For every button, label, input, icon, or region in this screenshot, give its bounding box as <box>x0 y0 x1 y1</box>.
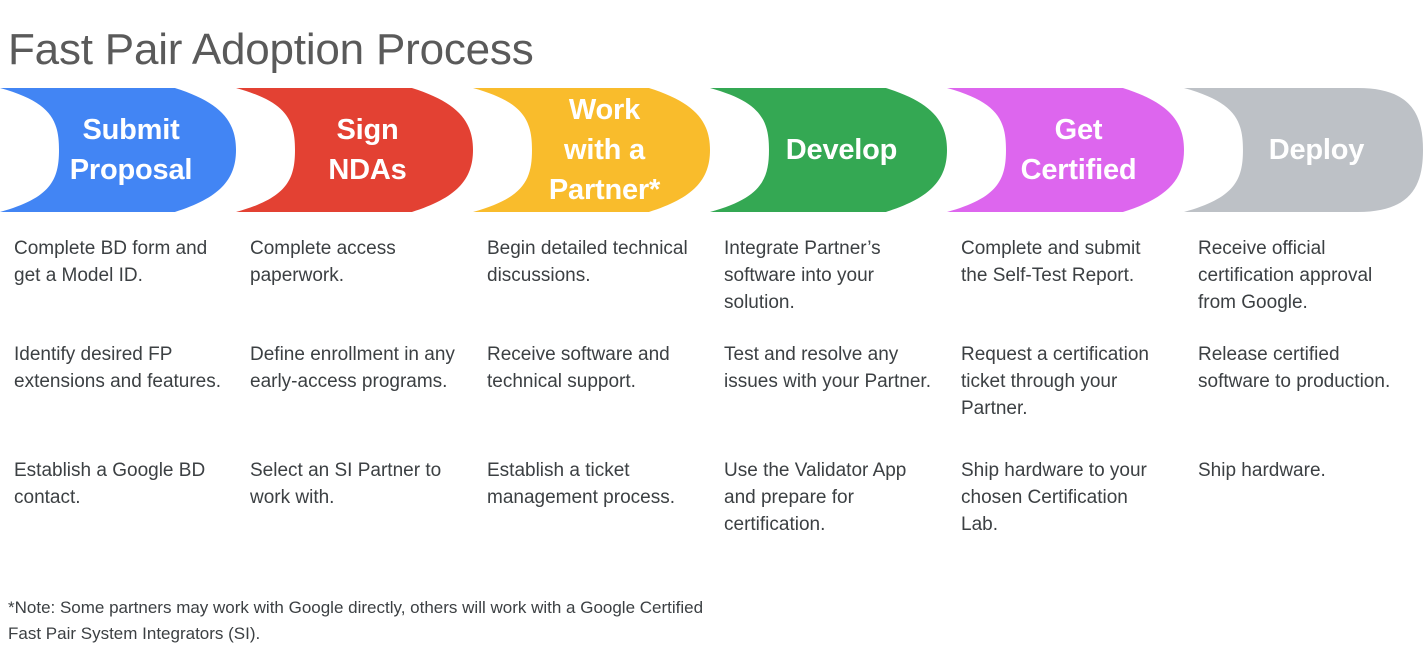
detail-item: Establish a ticket management process. <box>487 460 675 508</box>
detail-column-submit-proposal: Complete BD form and get a Model ID. Iden… <box>14 236 222 556</box>
detail-item: Ship hardware. <box>1198 460 1326 481</box>
detail-column-develop: Integrate Partner’s software into your s… <box>724 236 933 556</box>
process-step-deploy[interactable]: Deploy <box>1184 88 1423 212</box>
process-step-submit-proposal[interactable]: Submit Proposal <box>0 88 236 212</box>
detail-column-deploy: Receive official certification approval … <box>1198 236 1409 556</box>
detail-item: Define enrollment in any early-access pr… <box>250 344 455 392</box>
detail-item: Receive official certification approval … <box>1198 238 1373 313</box>
chevron-icon <box>947 88 1184 212</box>
process-step-develop[interactable]: Develop <box>710 88 947 212</box>
chevron-icon <box>1184 88 1423 212</box>
page-title: Fast Pair Adoption Process <box>8 25 534 75</box>
detail-item: Complete access paperwork. <box>250 238 396 286</box>
detail-item: Request a certification ticket through y… <box>961 344 1149 419</box>
chevron-icon <box>473 88 710 212</box>
process-step-label-sign-ndas: Sign NDAs <box>328 113 407 186</box>
detail-item: Use the Validator App and prepare for ce… <box>724 460 907 535</box>
detail-item: Receive software and technical support. <box>487 344 670 392</box>
detail-item: Establish a Google BD contact. <box>14 460 206 508</box>
process-step-label-develop: Develop <box>785 133 898 166</box>
chevron-icon <box>0 88 236 212</box>
detail-item: Begin detailed technical discussions. <box>487 238 688 286</box>
process-step-get-certified[interactable]: Get Certified <box>947 88 1184 212</box>
detail-column-get-certified: Complete and submit the Self-Test Report… <box>961 236 1170 556</box>
detail-item: Identify desired FP extensions and featu… <box>14 344 222 392</box>
detail-column-work-with-a-partner: Begin detailed technical discussions. Rec… <box>487 236 696 556</box>
footnote-note: *Note: Some partners may work with Googl… <box>8 598 704 643</box>
detail-item: Complete BD form and get a Model ID. <box>14 238 208 286</box>
process-step-label-deploy: Deploy <box>1268 133 1365 166</box>
process-arrow-band: Submit Proposal Sign NDAs Work with a Part… <box>0 88 1423 212</box>
detail-column-sign-ndas: Complete access paperwork. Define enrollm… <box>250 236 459 556</box>
detail-item: Integrate Partner’s software into your s… <box>724 238 881 313</box>
detail-item: Test and resolve any issues with your Pa… <box>724 344 931 392</box>
process-step-label-submit-proposal: Submit Proposal <box>69 113 193 186</box>
process-step-label-work-with-a-partner: Work with a Partner* <box>548 93 661 206</box>
detail-item: Select an SI Partner to work with. <box>250 460 442 508</box>
process-step-label-get-certified: Get Certified <box>1020 113 1137 186</box>
detail-item: Release certified software to production… <box>1198 344 1391 392</box>
detail-item: Ship hardware to your chosen Certificati… <box>961 460 1147 535</box>
process-detail-columns: Complete BD form and get a Model ID. Iden… <box>0 236 1423 556</box>
process-step-sign-ndas[interactable]: Sign NDAs <box>236 88 473 212</box>
chevron-icon <box>236 88 473 212</box>
chevron-icon <box>710 88 947 212</box>
detail-item: Complete and submit the Self-Test Report… <box>961 238 1141 286</box>
process-step-work-with-a-partner[interactable]: Work with a Partner* <box>473 88 710 212</box>
